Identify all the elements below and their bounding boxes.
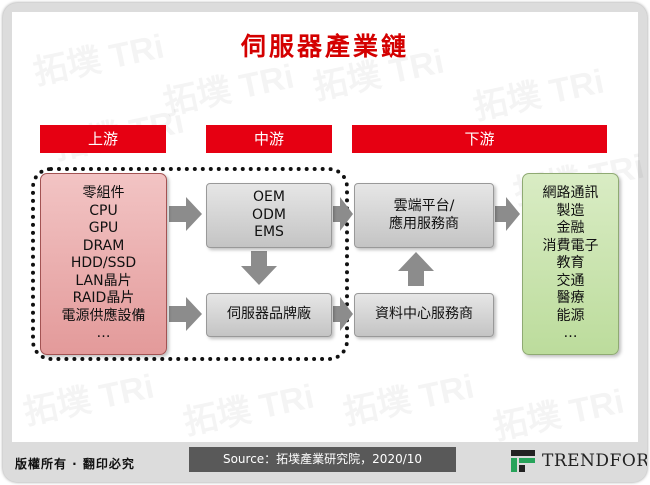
component-item: HDD/SSD [70,255,137,272]
trendforce-logo-text: TRENDFORCE [542,451,647,471]
arrow-right-icon [169,197,202,231]
manufacturing-item: OEM [253,189,285,206]
application-item: 網路通訊 [542,185,599,202]
arrow-right-icon [169,297,202,331]
flow-arrows [169,197,520,331]
cloud-platform-box: 雲端平台/ 應用服務商 [354,183,494,248]
components-box: 零組件 CPU GPU DRAM HDD/SSD LAN晶片 RAID晶片 電源… [40,173,167,355]
header-midstream: 中游 [206,125,332,153]
trendforce-logo: TRENDFORCE [511,450,647,472]
application-item: … [563,325,578,342]
application-item: 醫療 [556,290,585,307]
copyright-notice: 版權所有 · 翻印必究 [15,457,135,471]
application-item: 交通 [556,272,585,289]
application-item: 製造 [556,202,585,219]
arrow-right-icon [333,297,353,331]
component-item: LAN晶片 [75,272,132,289]
footer-bar: 版權所有 · 翻印必究 Source：拓墣產業研究院，2020/10 TREND… [3,445,647,482]
arrow-down-icon [241,251,277,285]
cloud-platform-line: 雲端平台/ [393,198,455,214]
component-item: … [96,325,111,342]
trendforce-logo-icon [511,450,535,472]
page-title: 伺服器產業鏈 [240,32,409,61]
header-upstream: 上游 [40,125,166,153]
slide-frame: 拓墣 TRi 拓墣 TRi 拓墣 TRi 拓墣 TRi 拓墣 TRi 拓墣 TR… [3,3,647,482]
component-item: CPU [89,202,118,219]
application-item: 教育 [556,255,585,272]
applications-box: 網路通訊 製造 金融 消費電子 教育 交通 醫療 能源 … [522,173,619,355]
component-item: DRAM [82,237,125,254]
cloud-platform-line: 應用服務商 [389,215,459,232]
component-item: 零組件 [82,185,125,202]
application-item: 金融 [556,220,585,237]
component-item: 電源供應設備 [61,307,146,324]
manufacturing-item: ODM [252,206,286,223]
source-label: Source：拓墣產業研究院，2020/10 [189,447,456,472]
datacenter-label: 資料中心服務商 [375,306,473,323]
component-item: RAID晶片 [72,290,135,307]
arrow-up-icon [398,252,434,286]
upstream-midstream-group [31,167,349,361]
application-item: 消費電子 [542,237,599,254]
server-brand-label: 伺服器品牌廠 [227,306,311,323]
manufacturing-box: OEM ODM EMS [206,183,332,248]
header-downstream: 下游 [352,125,607,153]
datacenter-box: 資料中心服務商 [354,293,494,337]
application-item: 能源 [556,307,585,324]
arrow-right-icon [495,197,520,231]
component-item: GPU [88,220,119,237]
arrow-right-icon [333,197,353,231]
manufacturing-item: EMS [254,224,284,241]
server-brand-box: 伺服器品牌廠 [206,293,332,337]
